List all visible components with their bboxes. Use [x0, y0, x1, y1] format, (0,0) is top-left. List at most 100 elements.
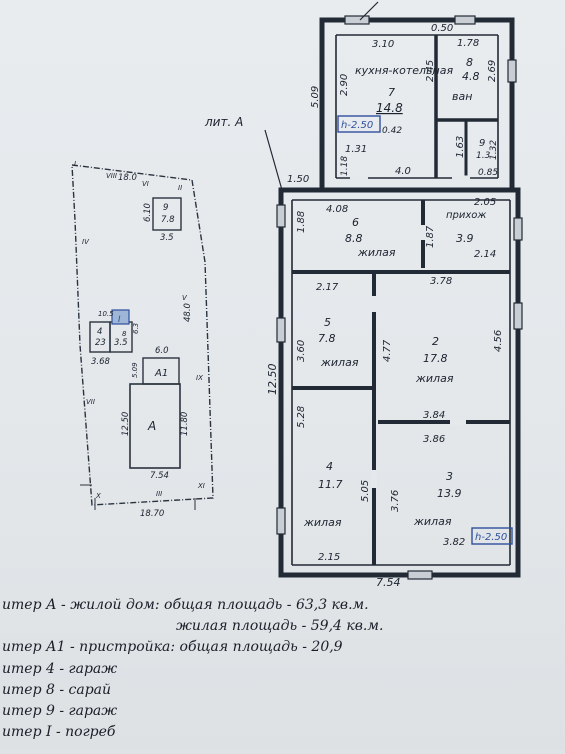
room-8-area: 4.8 [462, 70, 480, 83]
dim-room5-left: 3.60 [296, 340, 307, 362]
dim-room6-top: 4.08 [326, 204, 348, 215]
site-dim-house-bottom: 7.54 [150, 471, 169, 481]
site-dim-shed-bottom: 3.5 [160, 233, 174, 243]
site-mark-X: X [95, 492, 101, 500]
site-building-4-area: 23 [95, 338, 106, 348]
legend-line-annex: итер А1 - пристройка: общая площадь - 20… [2, 639, 343, 655]
legend-line-shed-8: итер 8 - сарай [2, 682, 112, 698]
dim-top-b: 0.50 [431, 23, 453, 34]
room-8-number: 8 [466, 56, 473, 69]
dim-corridor-offset: 1.50 [287, 174, 309, 185]
site-building-9-label: 9 [163, 203, 168, 213]
room-3-name: жилая [413, 515, 452, 528]
site-building-I-label: I [118, 315, 121, 325]
dim-room2-left: 4.77 [382, 339, 393, 362]
dim-room3-left: 3.76 [390, 490, 401, 512]
room-3-area: 13.9 [437, 487, 462, 500]
room-5-name: жилая [320, 356, 359, 369]
dim-room4-bottom: 2.15 [318, 552, 340, 563]
dim-door-small: 0.42 [382, 126, 402, 136]
dim-room2-bottom: 3.84 [423, 410, 445, 421]
site-mark-XI: XI [197, 482, 205, 490]
site-mark-IX: IX [196, 374, 203, 382]
site-dim-annex-top: 6.0 [155, 346, 169, 356]
site-boundary [71, 164, 214, 506]
room-4-name: жилая [303, 516, 342, 529]
dim-kitchen-bottom-b: 4.0 [395, 166, 411, 177]
room-7-area: 14.8 [376, 101, 403, 115]
windows [276, 15, 523, 580]
outer-wall-main [278, 187, 521, 578]
dim-overall-width: 7.54 [376, 576, 401, 589]
site-mark-VI: VI [142, 180, 149, 188]
dim-corridor-c: 0.85 [478, 168, 498, 178]
legend-line-living: жилая площадь - 59,4 кв.м. [176, 618, 384, 634]
dim-room2-right: 4.56 [493, 330, 504, 352]
dim-outer-left-top: 5.09 [310, 86, 321, 108]
site-dim-small-left: 3.68 [91, 357, 111, 367]
site-dim-right: 48.0 [183, 303, 193, 322]
ceiling-mark-2: h-2.50 [475, 532, 507, 543]
site-dim-side-a: 10.5 [98, 310, 114, 318]
north-leader [359, 1, 379, 21]
site-dim-house-left: 12.50 [121, 412, 131, 436]
room-2-name: жилая [415, 372, 454, 385]
site-mark-II: II [178, 184, 182, 192]
dim-overall-height: 12.50 [266, 364, 279, 396]
room-6-area: 8.8 [345, 232, 363, 245]
site-mark-V: V [182, 294, 188, 302]
room-8-name: ван [452, 90, 472, 103]
legend-line-garage-4: итер 4 - гараж [2, 661, 118, 677]
site-building-A-label: А [147, 419, 156, 433]
site-dim-shed-left: 6.10 [143, 203, 153, 222]
room-5-area: 7.8 [318, 332, 336, 345]
hall-area: 3.9 [456, 232, 474, 245]
room-7-number: 7 [388, 86, 395, 99]
dim-hall-left: 1.87 [425, 225, 436, 248]
site-dim-side-b: 6.3 [132, 323, 140, 334]
room-9-area: 1.3 [476, 151, 491, 161]
site-dim-top: 18.0 [118, 173, 137, 183]
dim-top-c: 1.78 [457, 38, 479, 49]
site-building-A [129, 383, 181, 469]
ceiling-mark-box-1 [337, 115, 381, 133]
site-plan-labels: 18.0 6.10 3.5 48.0 10.5 6.3 3.68 5.09 6.… [74, 160, 205, 519]
hall-name: прихож [446, 210, 486, 221]
room-9-number: 9 [479, 138, 485, 149]
dim-corridor-a: 1.63 [455, 136, 466, 158]
dim-room2-top: 3.78 [430, 276, 452, 287]
site-mark-VII: VII [86, 398, 95, 406]
dim-room4-right: 5.05 [360, 480, 371, 502]
dim-hall-bottom: 2.14 [474, 249, 496, 260]
site-dim-small-height: 5.09 [131, 362, 139, 378]
site-dim-house-right: 11.80 [180, 412, 190, 436]
site-building-4-label: 4 [97, 327, 102, 337]
lit-leader [264, 129, 283, 191]
room-6-number: 6 [352, 216, 359, 229]
legend-line-house: итер А - жилой дом: общая площадь - 63,3… [2, 597, 369, 613]
lit-label: лит. А [204, 115, 243, 129]
room-4-number: 4 [326, 460, 333, 473]
dim-room5-top: 2.17 [316, 282, 339, 293]
floor-plan-labels: лит. А 3.10 0.50 1.78 2.90 2.45 2.69 5.0… [204, 23, 507, 589]
site-building-8-label: 8 [122, 330, 127, 338]
floor-plan [278, 17, 521, 578]
dim-left-small: 1.18 [340, 156, 350, 176]
dim-room3-bottom: 3.82 [443, 537, 465, 548]
site-mark-VIII: VIII [106, 172, 117, 180]
room-5-number: 5 [324, 316, 331, 329]
site-building-9 [152, 197, 182, 231]
room-2-number: 2 [432, 335, 439, 348]
room-7-name: кухня-котельная [355, 64, 453, 77]
site-mark-III: III [156, 490, 162, 498]
site-building-9-area: 7.8 [161, 215, 175, 225]
dim-bath-right: 2.69 [487, 60, 498, 82]
site-mark-I: I [74, 160, 76, 168]
dim-kitchen-left: 2.90 [339, 74, 350, 96]
dim-corridor-b: 1.32 [489, 140, 499, 160]
site-mark-IV: IV [82, 238, 90, 246]
room-3-number: 3 [446, 470, 453, 483]
site-building-A1-label: A1 [154, 368, 168, 379]
